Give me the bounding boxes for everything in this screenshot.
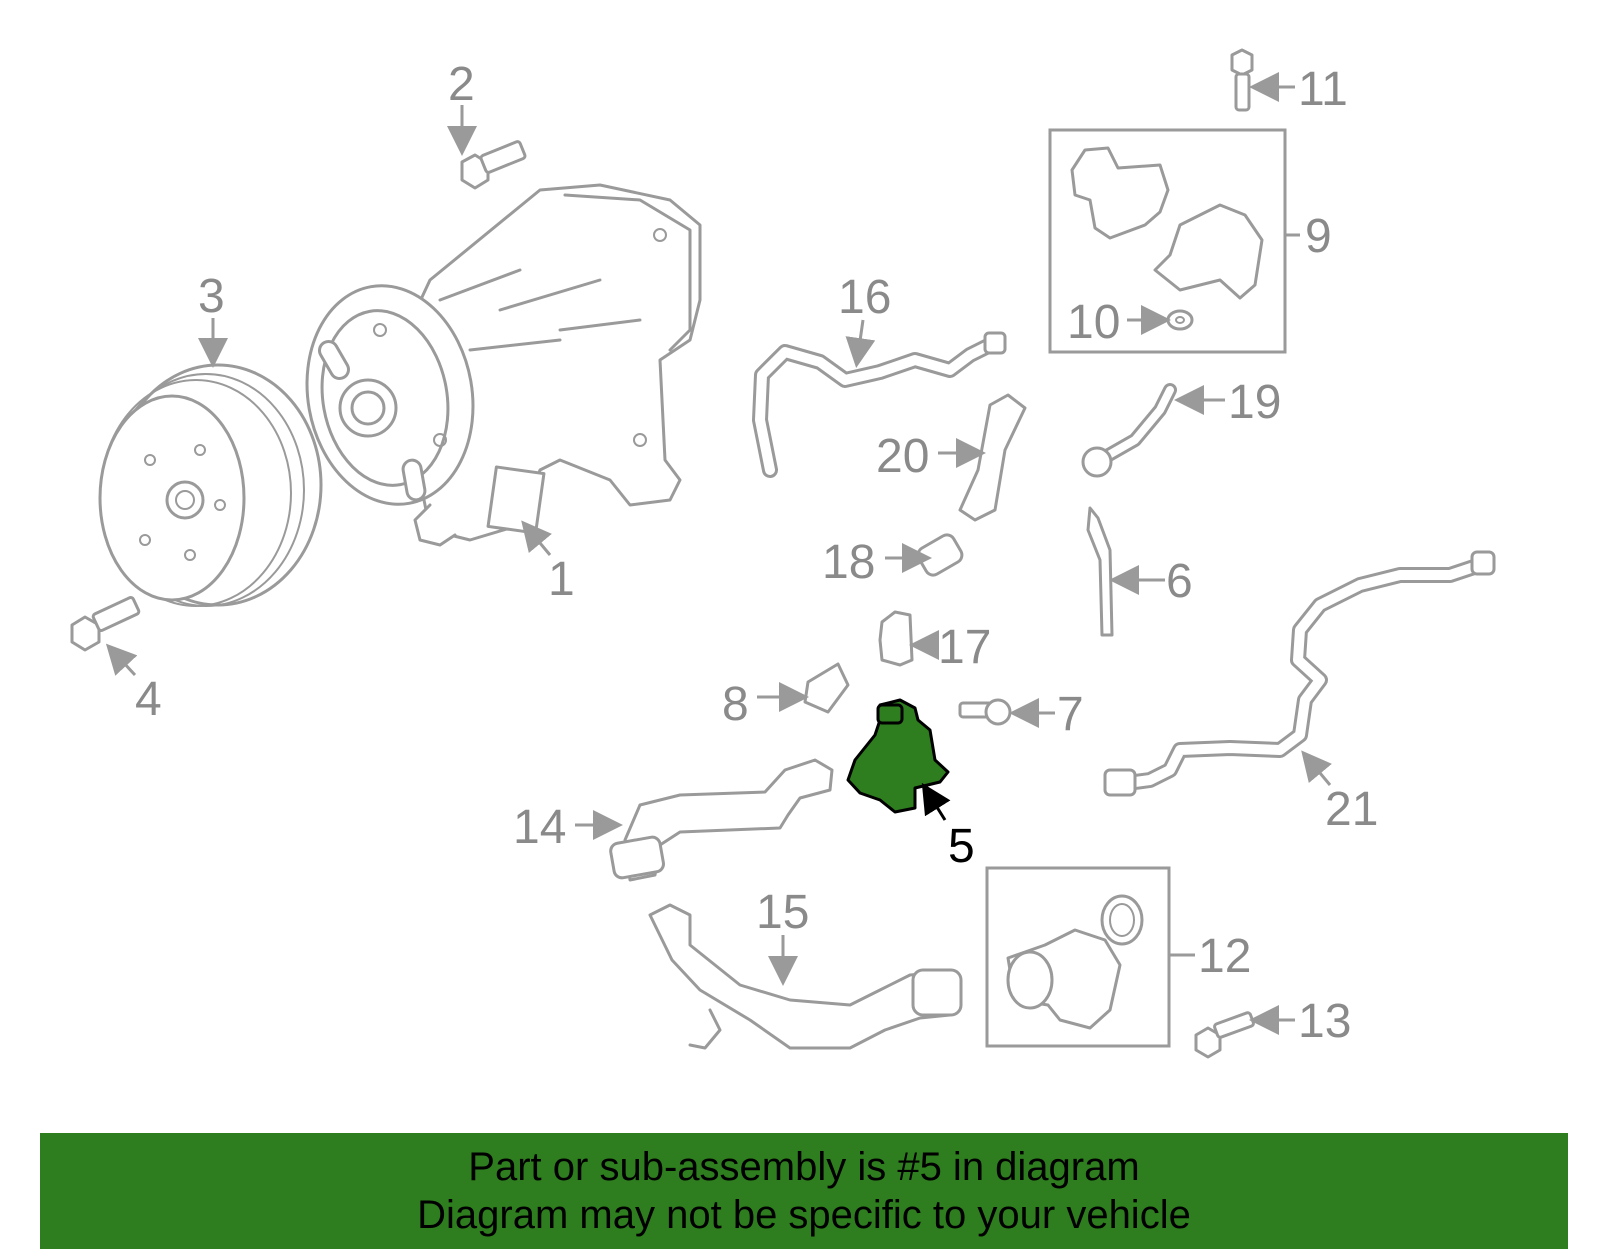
callout-20: 20 [876, 430, 929, 483]
part-20-hose[interactable] [958, 393, 1027, 522]
callout-5: 5 [948, 820, 975, 873]
callout-15: 15 [756, 886, 809, 939]
leader-lines [105, 72, 1332, 1035]
callout-7: 7 [1057, 688, 1084, 741]
part-19-sensor[interactable] [1081, 383, 1177, 478]
callout-16: 16 [838, 271, 891, 324]
callout-19: 19 [1228, 376, 1281, 429]
part-7-bolt[interactable] [958, 698, 1012, 726]
callout-9: 9 [1305, 210, 1332, 263]
part-15-hose[interactable] [648, 903, 963, 1050]
part-13-bolt[interactable] [1194, 1011, 1255, 1059]
callout-21: 21 [1325, 783, 1378, 836]
callout-2: 2 [448, 58, 475, 111]
callout-14: 14 [513, 801, 566, 854]
callout-10: 10 [1067, 296, 1120, 349]
parts-diagram: 1 2 3 4 5 6 7 8 9 10 11 12 13 14 15 16 1… [70, 48, 1496, 1059]
part-18-connector[interactable] [915, 532, 965, 578]
callout-8: 8 [722, 678, 749, 731]
banner-line-1: Part or sub-assembly is #5 in diagram [468, 1145, 1140, 1189]
part-4-bolt[interactable] [70, 596, 141, 652]
callout-4: 4 [135, 673, 162, 726]
part-2-bolt[interactable] [460, 140, 527, 190]
callout-6: 6 [1166, 555, 1193, 608]
part-3-pulley[interactable] [98, 363, 323, 607]
callout-17: 17 [938, 621, 991, 674]
banner-line-2: Diagram may not be specific to your vehi… [417, 1193, 1191, 1237]
info-banner: Part or sub-assembly is #5 in diagram Di… [40, 1133, 1568, 1249]
part-6-bracket[interactable] [1086, 506, 1114, 637]
part-12-thermostat[interactable] [985, 866, 1171, 1048]
part-16-hose[interactable] [752, 331, 1007, 478]
part-10-washer[interactable] [1166, 309, 1194, 331]
part-17-elbow[interactable] [878, 610, 914, 667]
part-9-assembly[interactable] [1048, 128, 1287, 354]
callout-1: 1 [548, 553, 575, 606]
part-8-clip[interactable] [803, 662, 850, 714]
part-1-water-pump[interactable] [290, 183, 702, 547]
part-11-bolt[interactable] [1230, 48, 1254, 112]
part-21-pipe[interactable] [1103, 550, 1496, 797]
callout-18: 18 [822, 536, 875, 589]
callout-3: 3 [198, 270, 225, 323]
callout-12: 12 [1198, 930, 1251, 983]
callout-11: 11 [1298, 63, 1348, 116]
callout-13: 13 [1298, 995, 1351, 1048]
part-5-highlighted[interactable] [846, 698, 950, 814]
part-14-hose[interactable] [609, 758, 834, 882]
